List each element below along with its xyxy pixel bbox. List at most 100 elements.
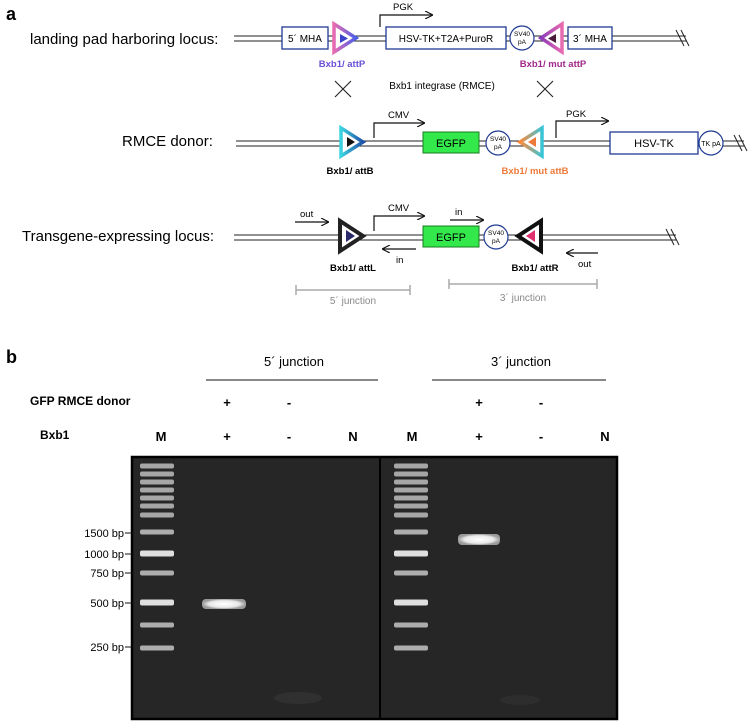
ladder-band [394, 512, 428, 518]
pgk-label: PGK [566, 109, 587, 120]
ladder-band [140, 495, 174, 501]
ladder-band [140, 471, 174, 477]
out-left-label: out [300, 209, 314, 220]
attr-label: Bxb1/ attR [512, 263, 559, 274]
attr-core-icon [526, 230, 535, 242]
attb-core-icon [347, 137, 355, 147]
ladder-band [394, 622, 428, 628]
rmce-donor-row: RMCE donor: Bxb1/ attB CMV EGFP SV40 pA … [122, 109, 748, 177]
ladder-band [394, 463, 428, 469]
ladder-band [394, 570, 428, 576]
crossover-left-icon [334, 80, 352, 98]
strand-break-icon [733, 134, 748, 152]
panel-a-label: a [6, 4, 17, 24]
cmv-label: CMV [388, 203, 410, 214]
ladder-band [140, 487, 174, 493]
pgk-label: PGK [393, 2, 414, 13]
ladder-band [394, 471, 428, 477]
sv40-top-label: SV40 [490, 136, 506, 143]
landing-pad-row: landing pad harboring locus: 5´ MHA Bxb1… [30, 2, 690, 70]
ladder-band [140, 599, 174, 606]
band-5prime-junction [202, 599, 246, 609]
sv40-bottom-label: pA [518, 39, 527, 46]
sv40-pa-circle [509, 25, 535, 51]
ladder-band [394, 495, 428, 501]
ladder-band [140, 463, 174, 469]
mha5-box [281, 26, 329, 50]
size-marker-label: 1000 bp [84, 549, 124, 561]
sv40-bottom-label: pA [492, 238, 501, 245]
tk-pa-circle [698, 130, 724, 156]
sv40-top-label: SV40 [488, 230, 504, 237]
ladder-band [140, 570, 174, 576]
ladder-band [140, 479, 174, 485]
ladder-band [140, 622, 174, 628]
junction3-bracket [448, 279, 598, 289]
ladder-band [394, 479, 428, 485]
ladder-band [394, 503, 428, 509]
egfp-box [422, 131, 480, 154]
pgk-promoter-arrow [555, 121, 608, 138]
mut-attb-label: Bxb1/ mut attB [501, 166, 568, 177]
mha3-box [567, 26, 613, 50]
lane-label: N [600, 429, 609, 444]
attp-core-icon [340, 34, 348, 43]
strand-break-icon [665, 228, 680, 246]
crossover-right-icon [536, 80, 554, 98]
ladder-band [140, 512, 174, 518]
primer-dimer-smear [500, 695, 540, 705]
mut-attp-core-icon [548, 34, 556, 43]
attp-label: Bxb1/ attP [319, 59, 366, 70]
ladder-band [394, 487, 428, 493]
strand-break-icon [675, 29, 690, 47]
size-marker-label: 750 bp [90, 568, 124, 580]
lane-donor-mark: - [539, 395, 543, 410]
lane-label: M [156, 429, 167, 444]
panel-b-label: b [6, 347, 17, 367]
rmce-donor-title: RMCE donor: [122, 133, 213, 150]
primer-dimer-smear [274, 692, 322, 704]
cassette-label: HSV-TK+T2A+PuroR [399, 34, 493, 45]
junction3-label: 3´ junction [500, 292, 546, 304]
ladder-band [394, 529, 428, 535]
mha5-label: 5´ MHA [288, 33, 322, 45]
in-right-label: in [455, 207, 462, 218]
transgene-title: Transgene-expressing locus: [22, 228, 214, 245]
size-marker-label: 1500 bp [84, 528, 124, 540]
ladder-band [394, 599, 428, 606]
lane-donor-mark: - [287, 395, 291, 410]
panel-b: b 5´ junction 3´ junction GFP RMCE donor… [6, 347, 619, 721]
junction3-header: 3´ junction [491, 354, 551, 369]
sv40-pa-circle [483, 224, 509, 250]
cmv-label: CMV [388, 110, 410, 121]
attl-core-icon [346, 230, 355, 242]
sv40-top-label: SV40 [514, 31, 530, 38]
transgene-row: Transgene-expressing locus: out Bxb1/ at… [22, 203, 680, 307]
ladder-band [140, 503, 174, 509]
lane-bxb1-mark: - [287, 429, 291, 444]
hsvtk-label: HSV-TK [634, 138, 674, 150]
ladder-bands [140, 463, 428, 651]
junction5-bracket [295, 285, 411, 295]
gel-image [130, 455, 619, 721]
lane-bxb1-mark: + [475, 429, 483, 444]
lane-donor-mark: + [223, 395, 231, 410]
cmv-promoter-arrow [373, 123, 424, 138]
donor-row-label: GFP RMCE donor [30, 394, 131, 408]
pgk-promoter-arrow [379, 15, 432, 27]
mut-attb-core-icon [528, 137, 536, 147]
size-marker-label: 250 bp [90, 642, 124, 654]
egfp-label: EGFP [436, 232, 466, 244]
bxb1-row-label: Bxb1 [40, 428, 70, 442]
lane-label: M [407, 429, 418, 444]
attl-label: Bxb1/ attL [330, 263, 376, 274]
hsvtk-box [609, 131, 699, 155]
band-3prime-junction [458, 534, 500, 545]
lane-label: N [348, 429, 357, 444]
sv40-pa-circle [485, 130, 511, 156]
junction5-label: 5´ junction [330, 295, 376, 307]
ladder-band [394, 550, 428, 557]
